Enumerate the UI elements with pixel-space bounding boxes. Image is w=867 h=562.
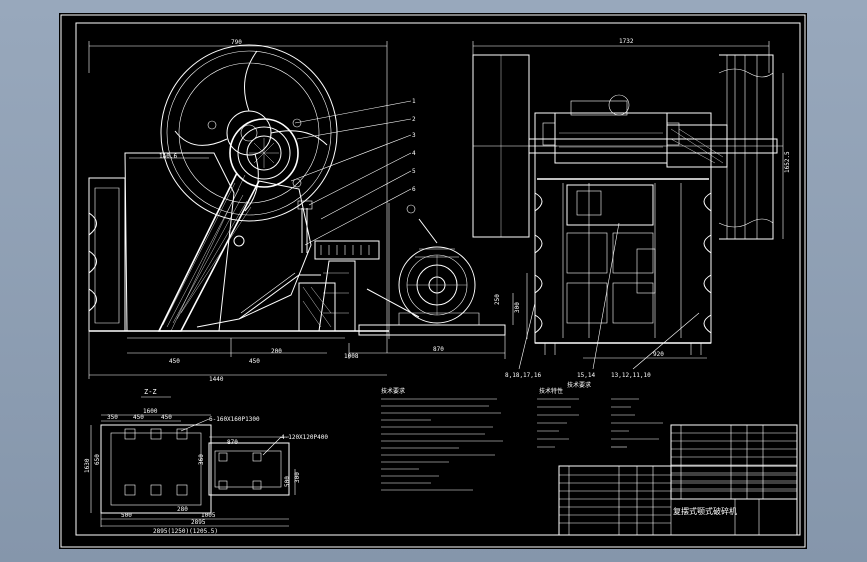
- outer-border: [60, 14, 806, 548]
- leader-1: 1: [412, 98, 416, 105]
- dim-side-top: 1732: [619, 38, 634, 45]
- motor-view: 250 300 870 1008: [344, 203, 528, 360]
- spec-title: 技术特性: [539, 387, 563, 395]
- dim-front-1440: 1440: [209, 376, 224, 383]
- plan-title: Z-Z: [144, 388, 157, 396]
- plan-dim-650: 650: [94, 454, 101, 465]
- leader-2: 2: [412, 116, 416, 123]
- technical-notes: 技术要求: [381, 387, 503, 491]
- plan-dim-1630: 1630: [84, 458, 91, 473]
- leader-5: 5: [412, 168, 416, 175]
- callout-right: 13,12,11,10: [611, 372, 651, 379]
- technical-specs: 技术特性: [537, 387, 663, 448]
- side-view: 1732 1652.5: [472, 38, 791, 389]
- dim-870: 870: [433, 346, 444, 353]
- leader-3: 3: [412, 132, 416, 139]
- dim-front-200: 200: [271, 348, 282, 355]
- plan-view: Z-Z 1600 350 450 450 1630 650 870 360 6-…: [84, 388, 328, 535]
- plan-dim-1600: 1600: [143, 408, 158, 415]
- title-block-name: 复摆式颚式破碎机: [673, 506, 737, 516]
- plan-dim-450a: 450: [133, 414, 144, 421]
- dim-920: 920: [653, 351, 664, 358]
- callout-mid-note: 技术要求: [567, 381, 591, 389]
- dim-side-height: 1652.5: [784, 151, 791, 173]
- plan-dim-350: 350: [107, 414, 118, 421]
- plan-dim-300r: 300: [294, 472, 301, 483]
- leader-6: 6: [412, 186, 416, 193]
- plan-dim-870: 870: [227, 439, 238, 446]
- title-block: 复摆式颚式破碎机: [558, 424, 798, 536]
- leader-4: 4: [412, 150, 416, 157]
- plan-dim-500: 500: [121, 512, 132, 519]
- plan-bolt-holes: [124, 428, 262, 496]
- dim-front-450a: 450: [169, 358, 180, 365]
- front-label: 1A0.6: [159, 153, 177, 160]
- dim-250: 250: [494, 294, 501, 305]
- dim-1008: 1008: [344, 353, 359, 360]
- inner-border: [75, 22, 801, 536]
- plan-dim-500r: 500: [284, 476, 291, 487]
- plan-dim-1005: 1005: [201, 512, 216, 519]
- notes-title: 技术要求: [381, 387, 405, 395]
- callout-left: 8,18,17,16: [505, 372, 542, 379]
- plan-dim-2895: 2895: [191, 519, 206, 526]
- drawing-sheet: 790: [59, 13, 807, 549]
- leader-lines: 1 2 3 4 5 6: [290, 98, 416, 246]
- plan-dim-450b: 450: [161, 414, 172, 421]
- plan-dim-280: 280: [177, 506, 188, 513]
- plan-bottom-note: 2895(1250)(1205.5): [153, 528, 218, 535]
- plan-dim-360: 360: [198, 454, 205, 465]
- dim-front-top: 790: [231, 39, 242, 46]
- plan-bolt-a: 6-160X160P1300: [209, 416, 260, 423]
- dim-300: 300: [514, 302, 521, 313]
- front-view: 790: [88, 39, 416, 383]
- callout-mid: 15,14: [577, 372, 595, 379]
- plan-bolt-b: 4-120X120P400: [281, 434, 328, 441]
- cad-drawing: 790: [60, 14, 806, 548]
- dim-front-450b: 450: [249, 358, 260, 365]
